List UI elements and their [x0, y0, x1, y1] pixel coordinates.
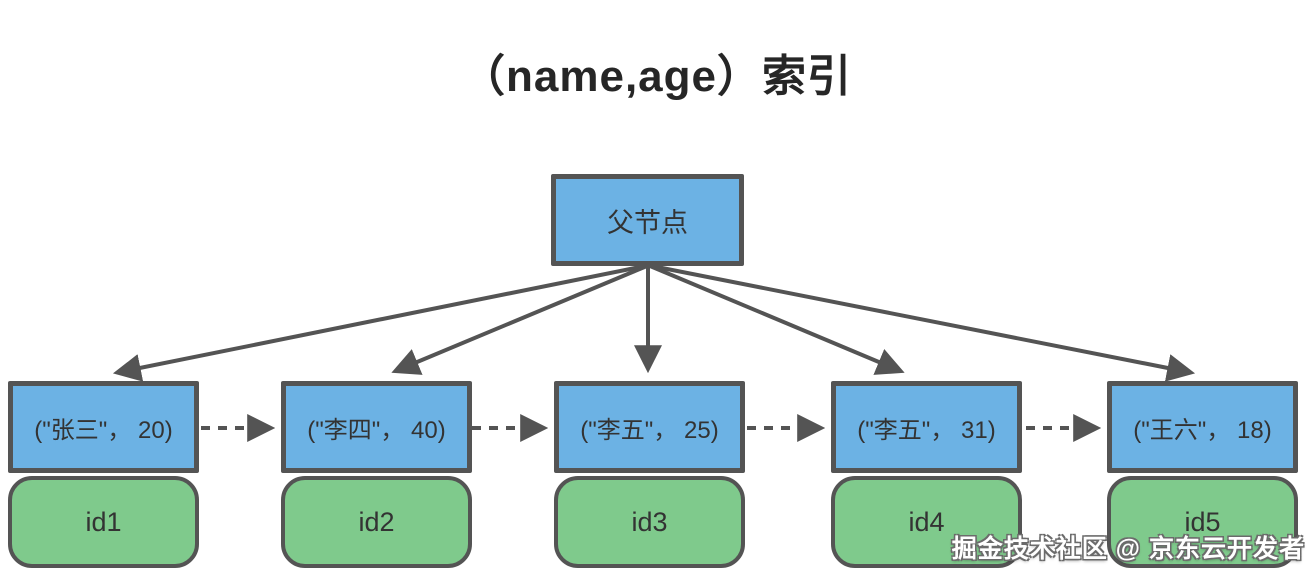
leaf-id-label: id4: [908, 506, 945, 537]
leaf-node-id-3: id3: [554, 476, 745, 568]
leaf-key-label: ("李五"， 31): [857, 416, 996, 444]
leaf-node-id-4: id4: [831, 476, 1022, 568]
leaf-key-label: ("李五"， 25): [580, 416, 719, 444]
leaf-id-label: id5: [1184, 506, 1221, 537]
parent-node-label: 父节点: [607, 207, 688, 238]
parent-to-leaf5-arrow: [651, 264, 1196, 382]
leaf-id-label: id3: [631, 506, 668, 537]
leaf-key-label: ("李四"， 40): [307, 416, 446, 444]
leaf-node-id-5: id5: [1107, 476, 1298, 568]
leaf-node-key-1: ("张三"， 20): [8, 381, 199, 473]
leaf-node-id-1: id1: [8, 476, 199, 568]
parent-to-leaf4-arrow: [649, 264, 905, 375]
leaf-node-key-3: ("李五"， 25): [554, 381, 745, 473]
leaf-id-label: id2: [358, 506, 395, 537]
parent-to-leaf2-arrow: [391, 264, 648, 375]
leaf-node-key-2: ("李四"， 40): [281, 381, 472, 473]
parent-to-leaf1-arrow: [112, 264, 646, 382]
leaf-key-label: ("张三"， 20): [34, 416, 173, 444]
diagram-title: （name,age）索引: [461, 52, 852, 101]
leaf-node-key-5: ("王六"， 18): [1107, 381, 1298, 473]
leaf-node-id-2: id2: [281, 476, 472, 568]
parent-node: 父节点: [551, 174, 744, 266]
leaf-key-label: ("王六"， 18): [1133, 416, 1272, 444]
leaf-id-label: id1: [85, 506, 122, 537]
leaf-node-key-4: ("李五"， 31): [831, 381, 1022, 473]
watermark: 掘金技术社区 @ 京东云开发者: [951, 535, 1305, 563]
